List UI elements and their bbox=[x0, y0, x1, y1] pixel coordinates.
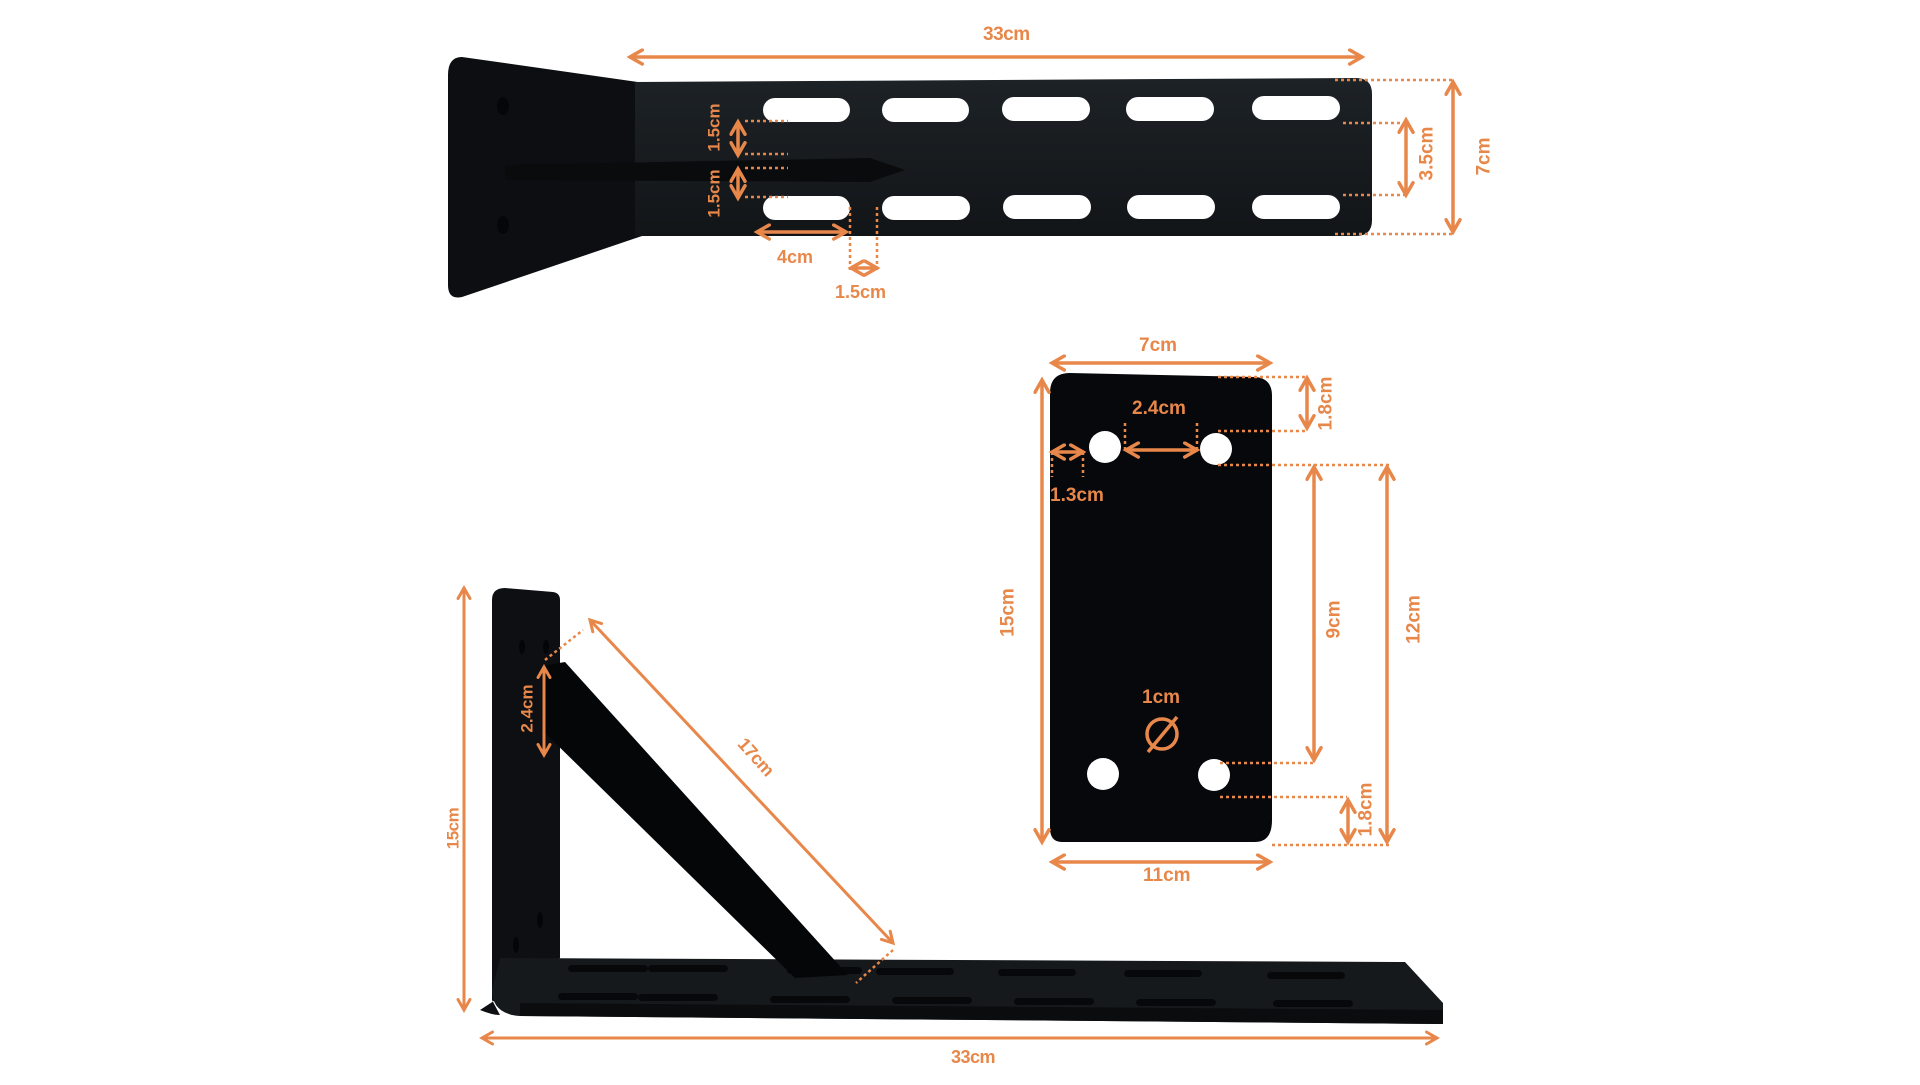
bottom-hole-inset-label: 1.8cm bbox=[1355, 782, 1377, 837]
slot-spacing-label: 3.5cm bbox=[1416, 126, 1438, 181]
hole-vertical-spacing-label: 9cm bbox=[1323, 600, 1345, 639]
top-width-label: 7cm bbox=[1473, 137, 1495, 176]
upper-offset-label: 1.5cm bbox=[704, 103, 724, 152]
top-length-label: 33cm bbox=[983, 24, 1030, 45]
top-bracket bbox=[448, 48, 1462, 298]
slot-row-lower bbox=[763, 195, 1340, 220]
wall-plate bbox=[1033, 354, 1396, 871]
bracket-height-label: 15cm bbox=[443, 807, 463, 850]
side-inset-label: 1.3cm bbox=[1050, 485, 1104, 506]
slot-gap-label: 1.5cm bbox=[835, 282, 887, 302]
brace-width-label: 2.4cm bbox=[517, 684, 537, 733]
slot-length-label: 4cm bbox=[777, 247, 814, 267]
top-hole-inset-label: 1.8cm bbox=[1315, 376, 1337, 431]
lower-offset-label: 1.5cm bbox=[704, 169, 724, 218]
slot-row-upper bbox=[763, 96, 1340, 122]
hole-spacing-label: 2.4cm bbox=[1132, 398, 1186, 419]
base-length-label: 33cm bbox=[951, 1047, 996, 1067]
plate-bottom-width-label: 11cm bbox=[1143, 865, 1191, 886]
hole-diameter-label: 1cm bbox=[1142, 687, 1181, 708]
plate-height-label: 15cm bbox=[997, 588, 1019, 637]
plate-top-width-label: 7cm bbox=[1139, 335, 1178, 356]
diameter-icon bbox=[1145, 715, 1179, 754]
plate-hole bbox=[1200, 433, 1232, 465]
plate-hole bbox=[1198, 759, 1230, 791]
plate-hole bbox=[1089, 431, 1121, 463]
outer-hole-span-label: 12cm bbox=[1403, 595, 1425, 644]
plate-hole bbox=[1087, 758, 1119, 790]
l-bracket bbox=[456, 584, 1443, 1046]
